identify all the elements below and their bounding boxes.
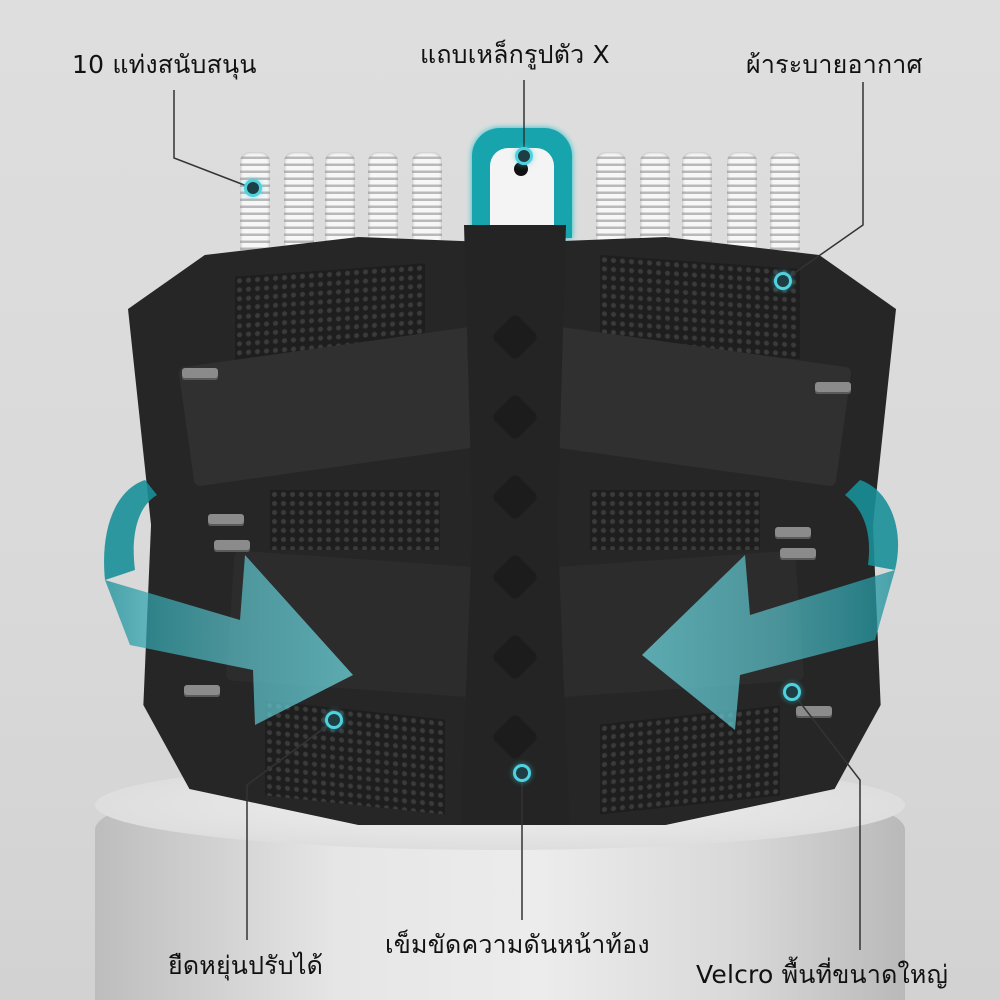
strap-buckle — [208, 514, 244, 526]
spring-stay-icon — [368, 152, 398, 252]
mesh-panel — [590, 490, 760, 550]
compress-arrow-icon — [642, 480, 899, 730]
spring-stay-icon — [240, 152, 270, 252]
breathable-fabric-label: ผ้าระบายอากาศ — [746, 50, 923, 79]
spring-stay-icon — [284, 152, 314, 252]
strap-buckle — [775, 527, 811, 539]
springs-callout-dot — [247, 182, 259, 194]
spring-stay-icon — [682, 152, 712, 252]
spring-stay-icon — [770, 152, 800, 252]
elastic-callout-dot — [328, 714, 340, 726]
strap-buckle — [184, 685, 220, 697]
spring-stay-icon — [640, 152, 670, 252]
spring-stay-icon — [412, 152, 442, 252]
mesh-panel — [270, 490, 440, 550]
compress-arrow-icon — [104, 480, 353, 725]
velcro-large-area-label: Velcro พื้นที่ขนาดใหญ่ — [696, 960, 949, 989]
strap-buckle — [780, 548, 816, 560]
strap-buckle — [182, 368, 218, 380]
abdominal-pressure-belt-label: เข็มขัดความดันหน้าท้อง — [385, 930, 650, 959]
breathable-fabric-callout-dot — [777, 275, 789, 287]
elastic-adjustable-label: ยืดหยุ่นปรับได้ — [168, 951, 324, 980]
strap-buckle — [815, 382, 851, 394]
steel-plate-callout-dot — [518, 150, 530, 162]
steel-plate-label: แถบเหล็กรูปตัว X — [420, 40, 610, 69]
spring-stay-icon — [727, 152, 757, 252]
steel-plate-hole — [514, 162, 528, 176]
spring-stay-icon — [325, 152, 355, 252]
pressure-belt-callout-dot — [516, 767, 528, 779]
velcro-callout-dot — [786, 686, 798, 698]
spring-stay-icon — [596, 152, 626, 252]
strap-buckle — [214, 540, 250, 552]
springs-label: 10 แท่งสนับสนุน — [72, 50, 257, 79]
